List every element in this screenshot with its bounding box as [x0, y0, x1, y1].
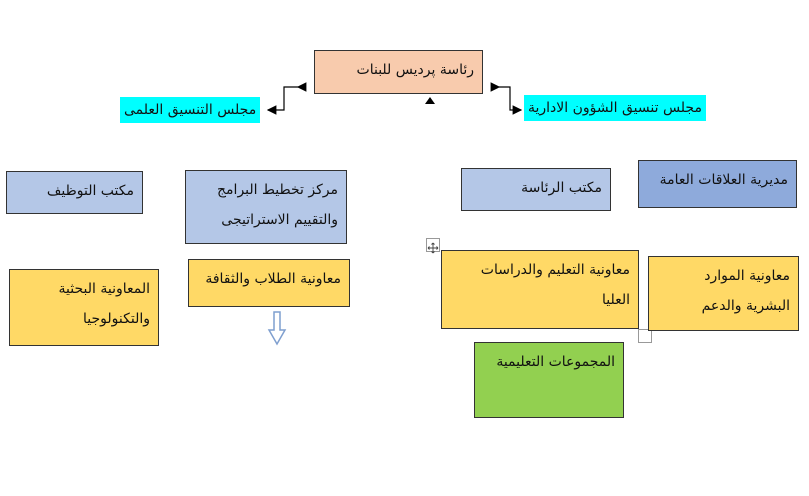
connector-head-scientific [266, 82, 307, 115]
node-presidency-office[interactable]: مكتب الرئاسة [461, 168, 611, 211]
node-planning-center[interactable]: مركز تخطيط البرامج والتقييم الاستراتيجى [185, 170, 347, 244]
move-handle-icon[interactable] [426, 238, 440, 254]
connector-head-administrative [490, 82, 523, 115]
node-students-culture[interactable]: معاونية الطلاب والثقافة [188, 259, 350, 307]
node-hr-support[interactable]: معاونية الموارد البشرية والدعم [648, 256, 799, 331]
node-scientific-council[interactable]: مجلس التنسيق العلمى [120, 97, 261, 123]
node-research-tech[interactable]: المعاونية البحثية والتكنولوجيا [9, 269, 159, 346]
resize-handle[interactable] [638, 329, 652, 343]
down-arrow-icon [267, 311, 287, 346]
node-employment-office[interactable]: مكتب التوظيف [6, 171, 143, 214]
node-public-relations[interactable]: مديرية العلاقات العامة [638, 160, 797, 208]
up-arrow-marker [425, 97, 435, 104]
node-head[interactable]: رئاسة پرديس للبنات [314, 50, 483, 94]
node-educational-groups[interactable]: المجموعات التعليمية [474, 342, 624, 418]
node-administrative-council[interactable]: مجلس تنسيق الشؤون الادارية [524, 95, 706, 121]
node-education-graduate[interactable]: معاونية التعليم والدراسات العليا [441, 250, 639, 329]
